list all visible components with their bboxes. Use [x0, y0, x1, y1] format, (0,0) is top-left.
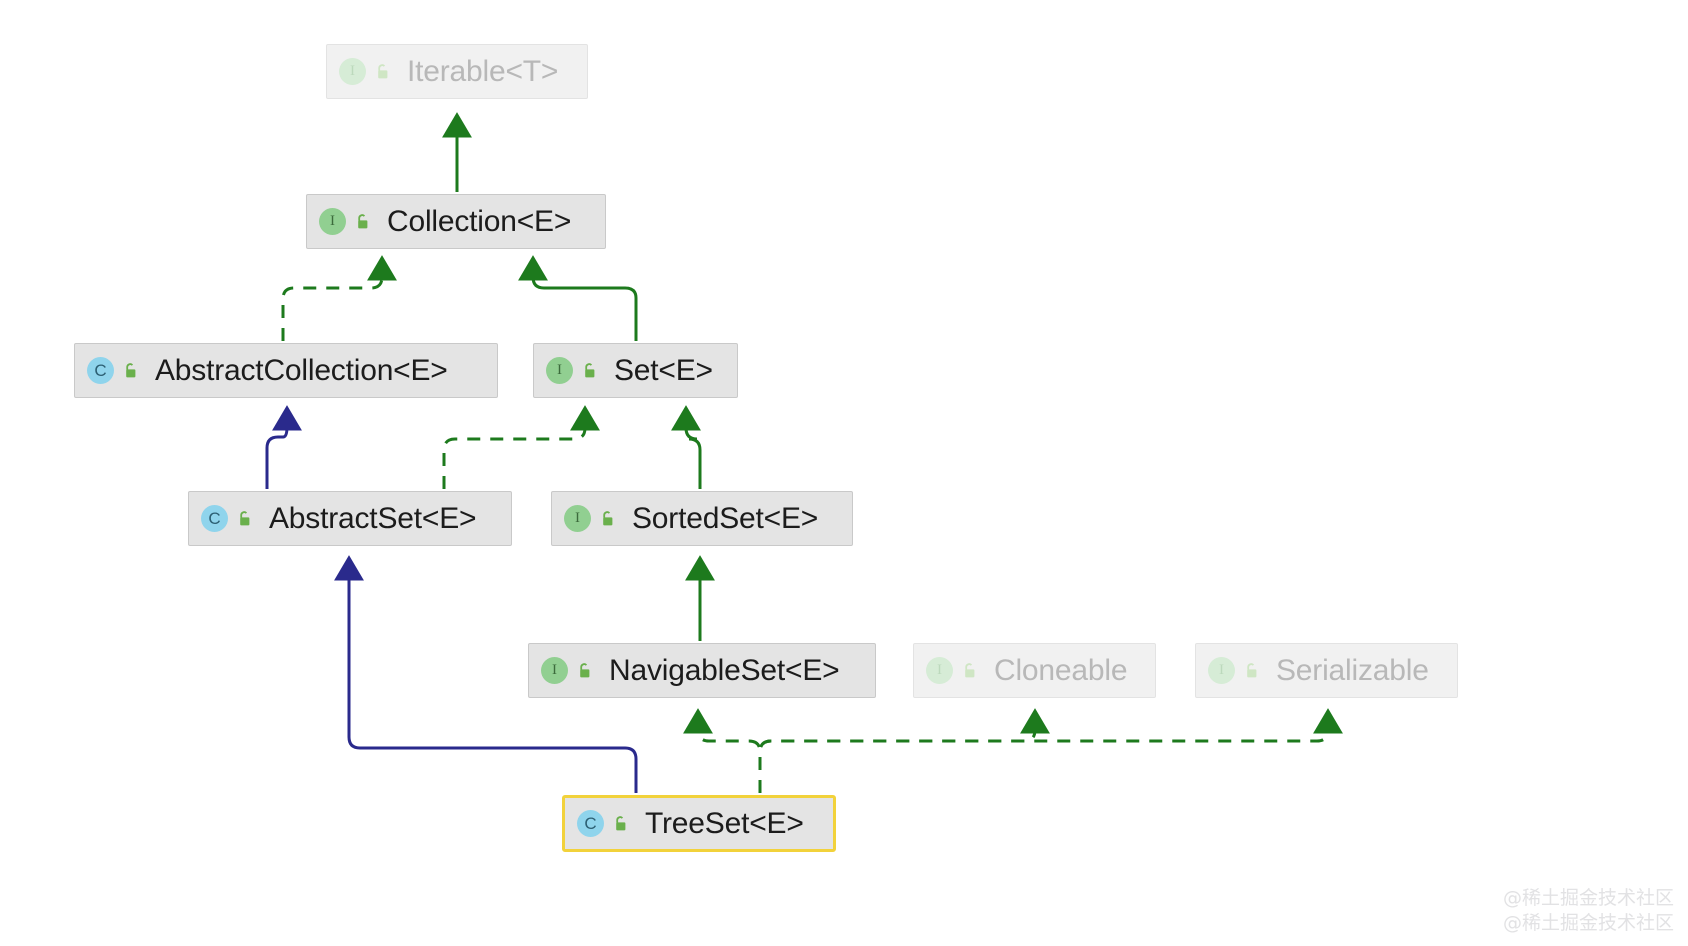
node-set[interactable]: I Set<E>: [533, 343, 738, 398]
unlocked-padlock-icon: [585, 362, 595, 377]
interface-icon: I: [319, 208, 346, 235]
node-label: Collection<E>: [387, 204, 572, 238]
icon-stack: I: [339, 58, 393, 85]
interface-icon: I: [546, 357, 573, 384]
interface-icon: I: [1208, 657, 1235, 684]
node-label: NavigableSet<E>: [609, 653, 840, 687]
edge-set-to-collection: [518, 255, 638, 341]
unlocked-padlock-icon: [126, 362, 136, 377]
unlocked-padlock-icon: [603, 510, 613, 525]
icon-stack: C: [87, 357, 141, 384]
node-label: Cloneable: [994, 653, 1128, 687]
watermark-line-1: @稀土掘金技术社区: [1502, 886, 1674, 909]
interface-icon: I: [339, 58, 366, 85]
icon-stack: I: [1208, 657, 1262, 684]
watermark-line-2: @稀土掘金技术社区: [1502, 911, 1674, 934]
node-collection[interactable]: I Collection<E>: [306, 194, 606, 249]
node-serializable[interactable]: I Serializable: [1195, 643, 1458, 698]
interface-icon: I: [541, 657, 568, 684]
unlocked-padlock-icon: [580, 662, 590, 677]
edge-sortedset-to-set: [671, 405, 702, 489]
unlocked-padlock-icon: [965, 662, 975, 677]
edge-abstractcollection-to-collection: [281, 255, 397, 341]
node-cloneable[interactable]: I Cloneable: [913, 643, 1156, 698]
icon-stack: C: [201, 505, 255, 532]
edge-treeset-to-navigableset: [683, 708, 762, 793]
node-treeset[interactable]: C TreeSet<E>: [562, 795, 836, 852]
icon-stack: I: [546, 357, 600, 384]
node-abstract-set[interactable]: C AbstractSet<E>: [188, 491, 512, 546]
unlocked-padlock-icon: [378, 63, 388, 78]
node-label: AbstractCollection<E>: [155, 353, 448, 387]
node-iterable[interactable]: I Iterable<T>: [326, 44, 588, 99]
node-label: SortedSet<E>: [632, 501, 819, 535]
icon-stack: C: [577, 810, 631, 837]
edge-abstractset-to-abstractcollection: [265, 405, 302, 489]
node-navigable-set[interactable]: I NavigableSet<E>: [528, 643, 876, 698]
class-icon: C: [201, 505, 228, 532]
node-sorted-set[interactable]: I SortedSet<E>: [551, 491, 853, 546]
icon-stack: I: [319, 208, 373, 235]
icon-stack: I: [564, 505, 618, 532]
interface-icon: I: [926, 657, 953, 684]
icon-stack: I: [926, 657, 980, 684]
class-icon: C: [87, 357, 114, 384]
node-label: Serializable: [1276, 653, 1429, 687]
watermark: @稀土掘金技术社区 @稀土掘金技术社区: [1503, 886, 1674, 936]
node-label: Iterable<T>: [407, 54, 559, 88]
node-label: Set<E>: [614, 353, 713, 387]
unlocked-padlock-icon: [358, 213, 368, 228]
edge-abstractset-to-set: [442, 405, 600, 489]
edge-treeset-to-serializable: [758, 708, 1343, 793]
interface-icon: I: [564, 505, 591, 532]
node-abstract-collection[interactable]: C AbstractCollection<E>: [74, 343, 498, 398]
edge-treeset-to-cloneable: [758, 708, 1050, 793]
node-label: AbstractSet<E>: [269, 501, 477, 535]
class-icon: C: [577, 810, 604, 837]
icon-stack: I: [541, 657, 595, 684]
node-label: TreeSet<E>: [645, 806, 804, 840]
unlocked-padlock-icon: [616, 815, 626, 830]
unlocked-padlock-icon: [1247, 662, 1257, 677]
unlocked-padlock-icon: [240, 510, 250, 525]
